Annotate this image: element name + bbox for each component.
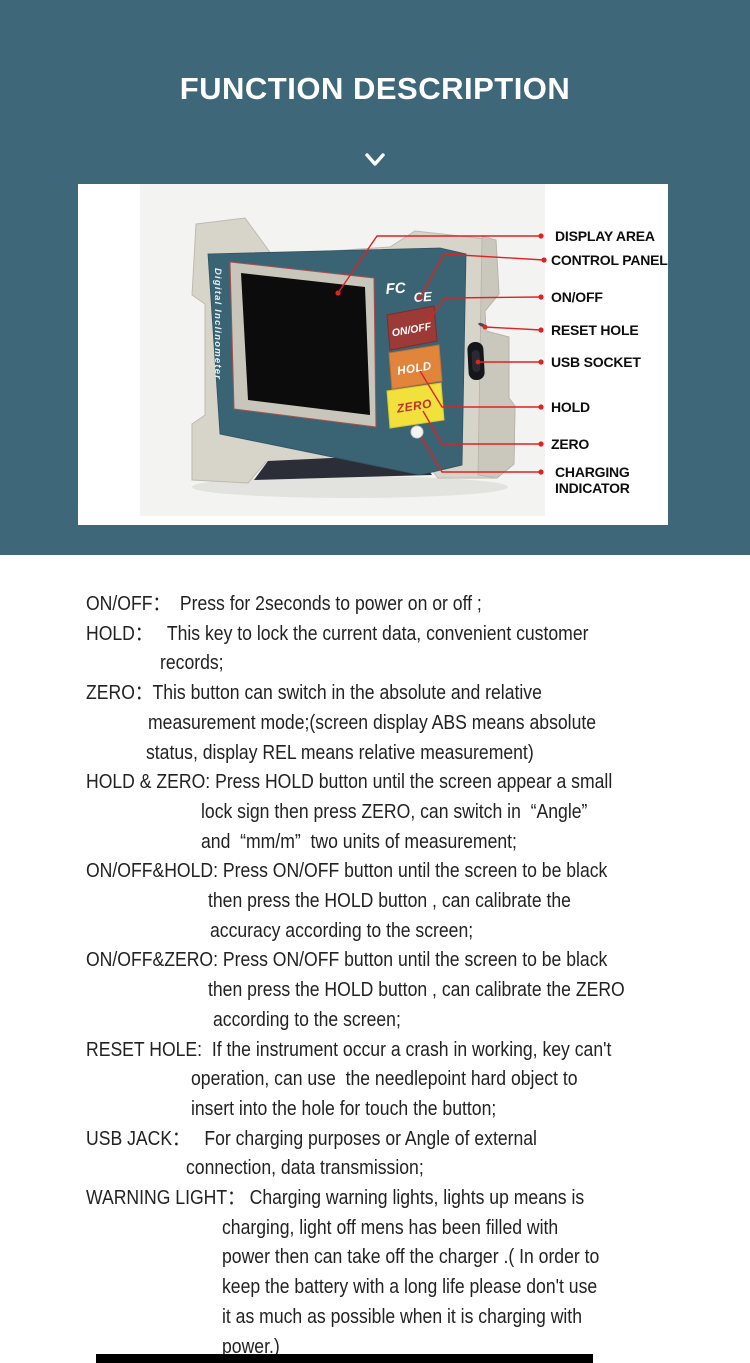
description-line: accuracy according to the screen; (209, 919, 474, 942)
callout-on-off: ON/OFF (551, 289, 603, 305)
callout-dots (335, 233, 547, 475)
floor-shadow (192, 476, 508, 498)
zero-button (386, 382, 445, 429)
description-line: then press the HOLD button , can calibra… (207, 979, 625, 1002)
description-line: HOLD： This key to lock the current data,… (85, 622, 589, 645)
ce-logo: CE (413, 289, 432, 305)
description-line: ZERO：This button can switch in the absol… (85, 682, 542, 705)
hero-section: FUNCTION DESCRIPTION (0, 0, 750, 555)
device-figure: Digital Inclinometer FC CE ON/OFF HOLD Z… (78, 184, 668, 525)
hold-button (388, 344, 443, 390)
onoff-button (386, 305, 438, 351)
description-line: HOLD & ZERO: Press HOLD button until the… (85, 771, 613, 794)
callout-display-area: DISPLAY AREA (555, 228, 655, 244)
description-line: power.) (221, 1335, 280, 1358)
description-line: USB JACK： For charging purposes or Angle… (85, 1127, 537, 1150)
description-line: ON/OFF&HOLD: Press ON/OFF button until t… (85, 860, 608, 883)
callout-hold: HOLD (551, 399, 590, 415)
description-line: measurement mode;(screen display ABS mea… (147, 711, 597, 734)
description-line: lock sign then press ZERO, can switch in… (200, 800, 588, 823)
description-line: and “mm/m” two units of measurement; (200, 830, 517, 853)
description-line: operation, can use the needlepoint hard … (190, 1068, 578, 1091)
callout-lines (337, 235, 545, 473)
description-line: connection, data transmission; (185, 1157, 424, 1180)
next-image-edge (96, 1354, 593, 1363)
description-line: status, display REL means relative measu… (145, 741, 534, 764)
description-block: ON/OFF： Press for 2seconds to power on o… (0, 590, 750, 1362)
inclinometer-illustration: Digital Inclinometer FC CE ON/OFF HOLD Z… (140, 184, 547, 516)
device-side-label: Digital Inclinometer (212, 268, 223, 380)
chevron-down-icon (363, 152, 387, 175)
display-screen (241, 273, 370, 415)
description-line: RESET HOLE: If the instrument occur a cr… (85, 1038, 612, 1061)
callout-usb-socket: USB SOCKET (551, 354, 641, 370)
description-line: records; (159, 652, 224, 675)
description-line: according to the screen; (212, 1008, 401, 1031)
description-line: then press the HOLD button , can calibra… (207, 890, 571, 913)
description-line: insert into the hole for touch the butto… (190, 1097, 497, 1120)
description-line: power then can take off the charger .( I… (221, 1246, 600, 1269)
description-line: WARNING LIGHT： Charging warning lights, … (85, 1187, 585, 1210)
callout-zero: ZERO (551, 436, 590, 452)
description-line: keep the battery with a long life please… (221, 1276, 598, 1299)
fcc-logo: FC (385, 280, 407, 298)
callout-charging-indicator: CHARGING INDICATOR (555, 464, 630, 496)
description-line: ON/OFF&ZERO: Press ON/OFF button until t… (85, 949, 608, 972)
callout-control-panel: CONTROL PANEL (551, 252, 668, 268)
hold-button-label: HOLD (397, 360, 433, 377)
charging-indicator-dot (410, 425, 424, 439)
description-line: charging, light off mens has been filled… (221, 1216, 559, 1239)
description-line: it as much as possible when it is chargi… (221, 1305, 582, 1328)
page-title: FUNCTION DESCRIPTION (179, 71, 571, 106)
device-side-face (477, 235, 516, 479)
callout-reset-hole: RESET HOLE (551, 322, 639, 338)
description-line: ON/OFF： Press for 2seconds to power on o… (85, 593, 482, 615)
